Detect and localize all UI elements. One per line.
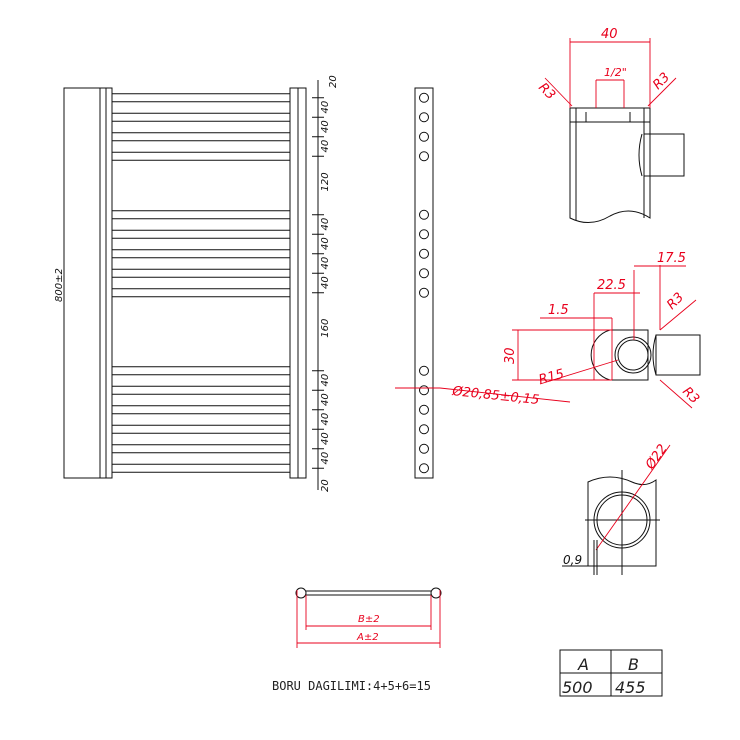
tube: [111, 385, 291, 395]
tube: [111, 288, 291, 298]
spacing-label: 40: [320, 257, 331, 270]
spacing-label: 120: [320, 172, 331, 191]
spacing-labels: 40 40 40 120 40 40 40 40 160 40 40 40 40 40: [312, 97, 331, 469]
side-hole: [419, 229, 429, 240]
side-hole: [419, 151, 429, 162]
bottom-margin-label: 20: [320, 479, 331, 492]
overall-height-label: 800±2: [54, 268, 65, 302]
d2-label: 22.5: [597, 278, 626, 293]
dimension-table: A B 500 455: [559, 649, 663, 697]
radius-label: R15: [537, 367, 566, 388]
thread-label: 1/2": [604, 66, 627, 79]
spacing-label: 40: [320, 413, 331, 426]
wall-label: 0,9: [563, 553, 582, 567]
spacing-label: 40: [320, 120, 331, 133]
height-label: 30: [503, 347, 518, 364]
side-hole: [419, 248, 429, 259]
tube: [111, 444, 291, 454]
spacing-label: 40: [320, 276, 331, 289]
spacing-label: 160: [320, 319, 331, 338]
side-hole: [419, 287, 429, 298]
side-hole: [419, 463, 429, 474]
right-collector: [289, 87, 299, 479]
tube: [111, 151, 291, 161]
table-header-a: A: [577, 655, 589, 674]
spacing-label: 40: [320, 432, 331, 445]
side-hole: [419, 424, 429, 435]
tube: [111, 405, 291, 415]
tube: [111, 132, 291, 142]
table-value-b: 455: [615, 678, 646, 697]
hole-diameter-label: Ø20,85±0,15: [451, 384, 540, 408]
spacing-label: 40: [320, 452, 331, 465]
detail-bottom: Ø22 0,9: [562, 442, 671, 575]
radius-left-label: R3: [535, 80, 558, 103]
tube: [111, 229, 291, 239]
detail-mid: 1.5 22.5 17.5 30 R15 R3 R3: [503, 251, 702, 409]
detail-top: 40 1/2" R3 R3: [535, 27, 685, 223]
spacing-label: 40: [320, 374, 331, 387]
outer-width-label: A±2: [356, 632, 379, 643]
side-hole: [419, 209, 429, 220]
tube-distribution-caption: BORU DAGILIMI:4+5+6=15: [272, 679, 431, 693]
spacing-label: 40: [320, 140, 331, 153]
side-view: Ø20,85±0,15: [395, 87, 571, 479]
tube: [111, 112, 291, 122]
side-hole: [419, 131, 429, 142]
side-hole: [419, 443, 429, 454]
table-value-a: 500: [562, 678, 593, 697]
left-collector: [63, 87, 101, 479]
side-holes: [419, 92, 429, 474]
side-hole: [419, 365, 429, 376]
radius-right-label: R3: [650, 70, 673, 93]
plan-view: B±2 A±2: [295, 587, 442, 648]
spacing-label: 40: [320, 218, 331, 231]
radius-b-label: R3: [664, 290, 687, 313]
d1-label: 17.5: [657, 251, 686, 266]
front-view: 40 40 40 120 40 40 40 40 160 40 40 40 40 40 20 20 800…: [54, 75, 339, 492]
d3-label: 1.5: [548, 303, 569, 318]
inner-width-label: B±2: [358, 614, 380, 625]
tube: [111, 210, 291, 220]
top-margin-label: 20: [328, 75, 339, 88]
tube: [111, 463, 291, 473]
table-header-b: B: [628, 655, 639, 674]
tube: [111, 249, 291, 259]
side-hole: [419, 112, 429, 123]
radius-c-label: R3: [679, 384, 702, 407]
tube: [111, 93, 291, 103]
width-label: 40: [601, 27, 618, 42]
spacing-label: 40: [320, 237, 331, 250]
diameter-label: Ø22: [642, 442, 670, 473]
spacing-label: 40: [320, 101, 331, 114]
tube: [111, 366, 291, 376]
tube: [111, 424, 291, 434]
side-hole: [419, 92, 429, 103]
side-hole: [419, 404, 429, 415]
side-collector: [414, 87, 434, 479]
tube-group: [111, 93, 291, 473]
side-hole: [419, 268, 429, 279]
spacing-label: 40: [320, 393, 331, 406]
side-hole: [419, 385, 429, 396]
tube: [111, 268, 291, 278]
